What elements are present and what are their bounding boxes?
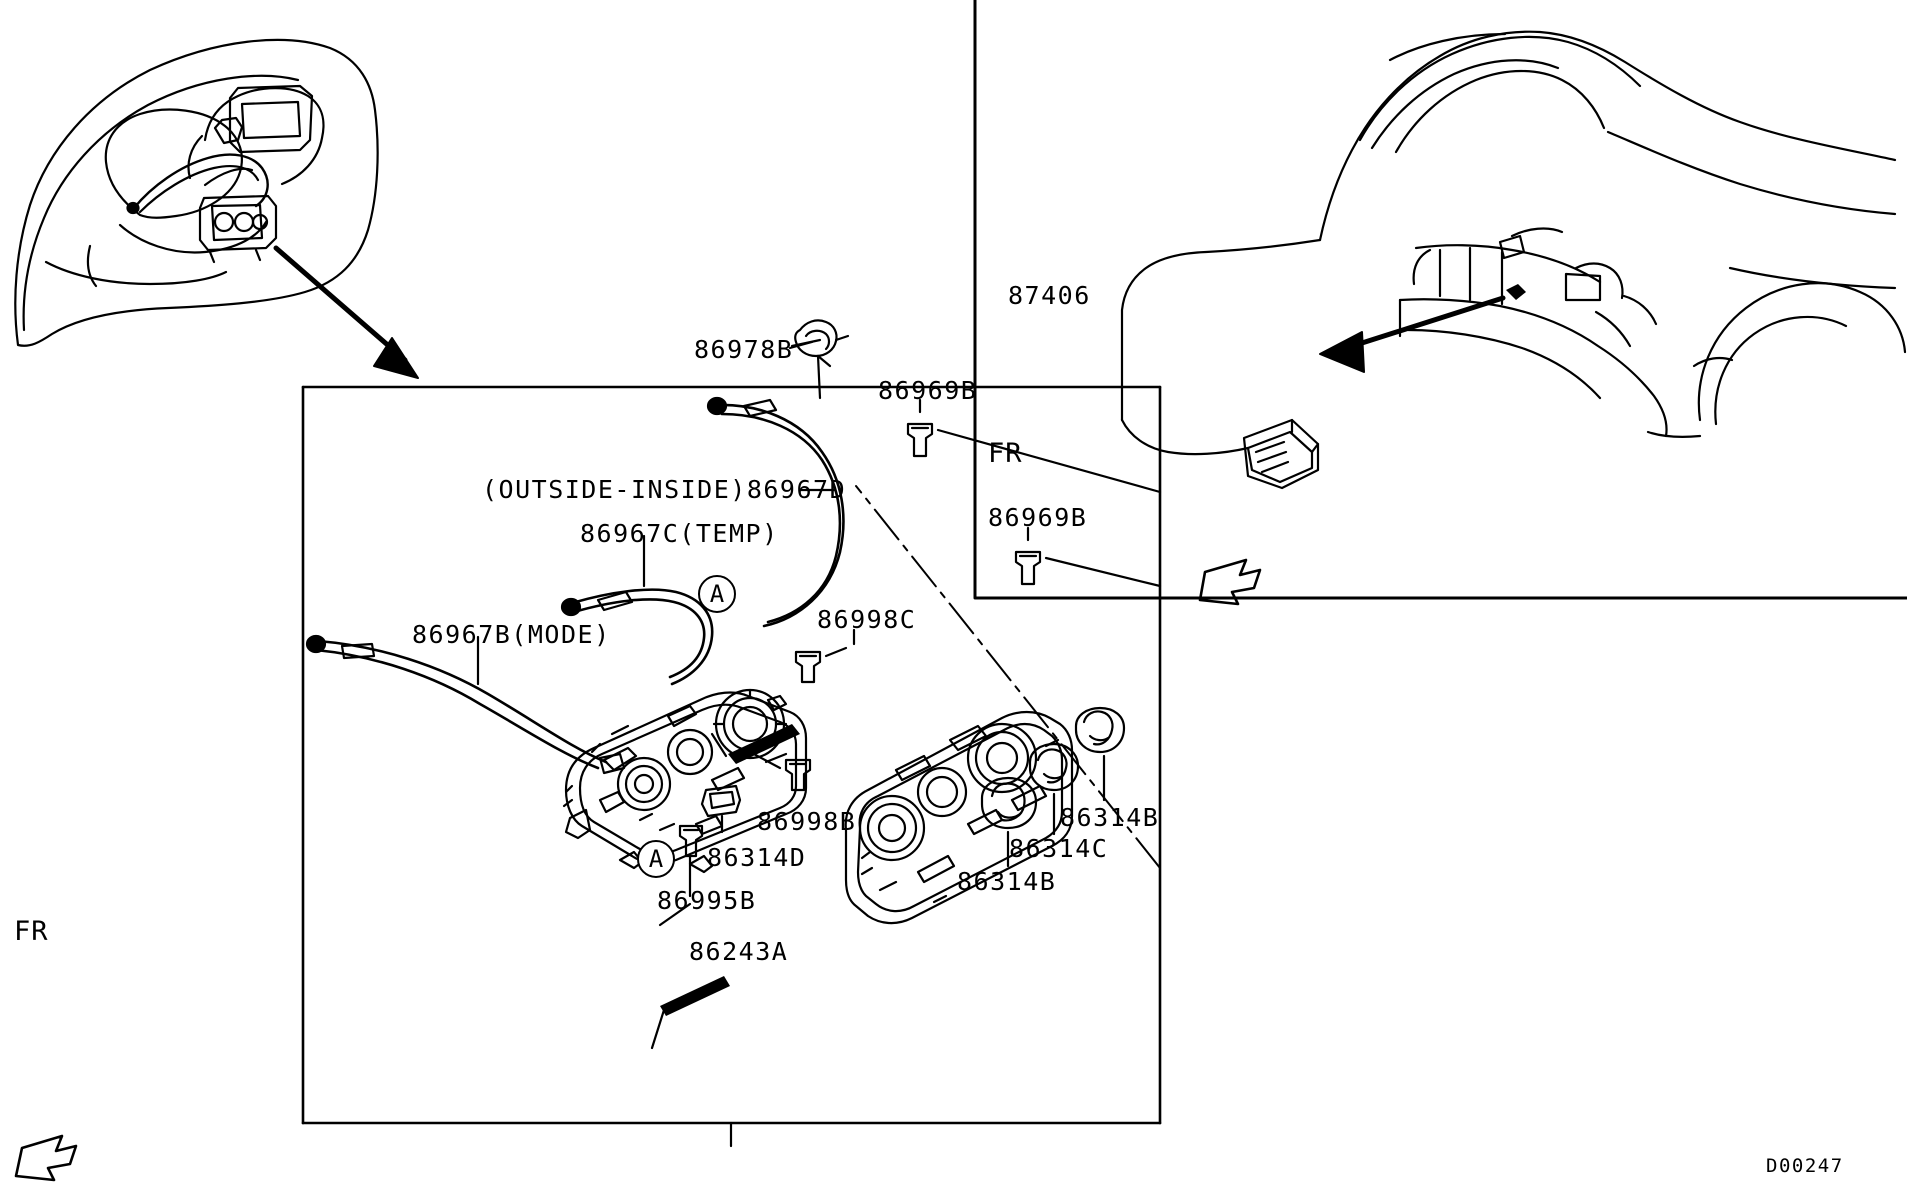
instrument-panel-illustration	[14, 38, 379, 347]
callout-a-upper: A	[698, 575, 736, 613]
screw-86998b-lower	[748, 750, 812, 792]
screw-86969b-lower	[1014, 526, 1162, 588]
part-87406-component	[1242, 418, 1320, 490]
part-label-87406: 87406	[1008, 281, 1091, 310]
part-label-86314b-lower: 86314B	[957, 867, 1057, 896]
clip-86314d	[700, 784, 742, 834]
drawing-code: D00247	[1766, 1155, 1844, 1177]
part-label-86969b-upper: 86969B	[878, 376, 978, 405]
part-86978b-clip	[788, 319, 850, 400]
fr-marker-inset-arrow	[1198, 558, 1262, 606]
part-label-86243a: 86243A	[689, 937, 789, 966]
screw-86998c	[794, 628, 856, 684]
part-label-86967b: 86967B(MODE)	[412, 620, 611, 649]
screw-86969b-upper	[906, 398, 1162, 494]
panel-to-detail-arrow	[273, 245, 419, 379]
knob-86314b-upper	[1074, 706, 1126, 754]
part-label-86967d: (OUTSIDE-INSIDE)86967D	[482, 475, 847, 504]
blower-motor-arrow	[1319, 295, 1506, 373]
heater-control-panel-bezel	[844, 710, 1074, 925]
cable-86967c-temp	[560, 534, 714, 686]
knob-86314c-middle	[1028, 742, 1080, 792]
label-leaders	[658, 338, 822, 927]
knob-86314b-lower	[980, 776, 1038, 830]
part-label-86314d: 86314D	[707, 843, 807, 872]
knob-leaders	[1006, 754, 1106, 868]
part-label-86998b: 86998B	[757, 807, 857, 836]
vehicle-front-illustration	[973, 0, 1907, 600]
section-phantom-line	[855, 485, 1161, 869]
fr-label-page: FR	[14, 916, 49, 947]
part-label-86969b-lower: 86969B	[988, 503, 1088, 532]
part-label-86978b: 86978B	[694, 335, 794, 364]
part-label-86995b: 86995B	[657, 886, 757, 915]
callout-a-lower: A	[637, 840, 675, 878]
screw-86995b	[678, 824, 704, 898]
fr-label-inset: FR	[988, 438, 1023, 469]
cable-86967d	[706, 396, 845, 628]
part-label-86967c: 86967C(TEMP)	[580, 519, 779, 548]
callout-a-leaders	[650, 724, 800, 1050]
part-label-86998c: 86998C	[817, 605, 917, 634]
fr-marker-page-arrow	[14, 1134, 78, 1182]
part-label-86314c: 86314C	[1009, 834, 1109, 863]
cable-86967b-mode	[305, 634, 626, 775]
part-label-86314b-upper: 86314B	[1060, 803, 1160, 832]
